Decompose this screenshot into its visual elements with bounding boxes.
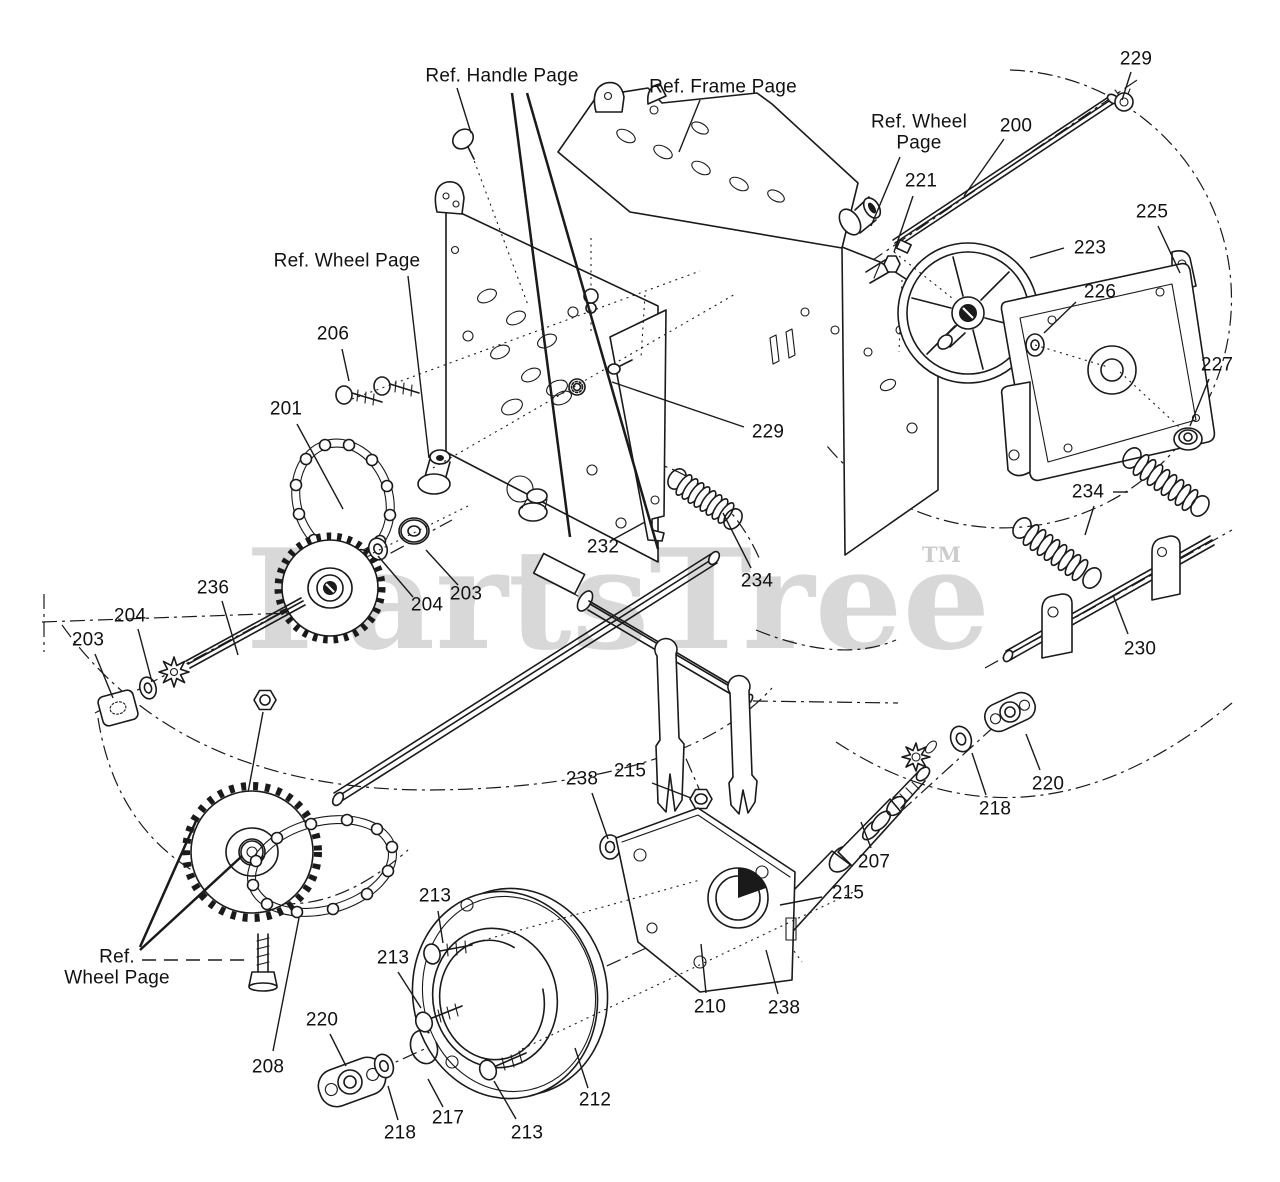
- spring-234-mid: [667, 468, 743, 530]
- bolt-vertical: [248, 933, 278, 992]
- drive-cluster: [317, 691, 1037, 1108]
- springs-234: [667, 447, 1210, 589]
- spring-234-lower-right: [1012, 517, 1102, 589]
- shift-fork-1: [654, 637, 685, 813]
- nut-mid-left: [253, 689, 277, 711]
- carriage-bolt: [451, 128, 475, 150]
- callout-part-220-right: 220: [1031, 773, 1065, 795]
- snap-ring-217: [409, 1029, 439, 1065]
- sprocket-236: [274, 532, 386, 644]
- key-221: [895, 239, 912, 254]
- nut-215-upper: [689, 788, 713, 810]
- bolt-213-b: [414, 1003, 463, 1033]
- callout-part-204-left: 204: [113, 605, 147, 627]
- washer-218-left: [373, 1053, 395, 1079]
- callout-part-210: 210: [693, 996, 727, 1018]
- callout-part-225: 225: [1135, 201, 1169, 223]
- frame-assembly: [434, 81, 939, 563]
- chain-208: [246, 813, 399, 919]
- callout-part-203-mid: 203: [449, 583, 483, 605]
- screw-229: [607, 363, 621, 375]
- star-washer-207: [901, 742, 931, 772]
- callout-ref-wheel-page-left: Ref. Wheel Page: [273, 250, 421, 272]
- callout-part-226: 226: [1083, 281, 1117, 303]
- callout-ref-wheel-page-bottom: Ref. Wheel Page: [64, 946, 170, 989]
- callout-part-215-upper: 215: [613, 760, 647, 782]
- callout-part-203-left: 203: [71, 629, 105, 651]
- spring-234-upper-right: [1122, 447, 1210, 517]
- bearing-203-left: [97, 689, 139, 727]
- shift-rod-b: [333, 553, 712, 794]
- rod-bracket-a: [1041, 593, 1073, 659]
- callout-ref-frame-page: Ref. Frame Page: [649, 76, 797, 98]
- callout-part-236: 236: [196, 577, 230, 599]
- wheel-and-axle: [838, 88, 1134, 384]
- callout-ref-handle-page: Ref. Handle Page: [425, 65, 579, 87]
- bolt-221: [883, 255, 901, 273]
- cover-plate-225: [1000, 262, 1216, 482]
- callout-part-217: 217: [431, 1107, 465, 1129]
- bracket-210: [615, 807, 797, 993]
- callout-part-213-a: 213: [418, 885, 452, 907]
- callout-part-207: 207: [857, 851, 891, 873]
- bolt-213-a: [423, 940, 473, 965]
- shift-fork-2: [727, 674, 758, 815]
- callout-part-201: 201: [269, 398, 303, 420]
- drum-212: [411, 887, 609, 1100]
- star-sprocket-left: [158, 656, 190, 688]
- rod-230-group: [1002, 535, 1215, 663]
- callout-part-218-left: 218: [383, 1122, 417, 1144]
- sprocket-lower: [182, 782, 322, 922]
- bolt-213-c: [478, 1050, 527, 1081]
- axle-shaft-200: [892, 95, 1111, 241]
- screws-206: [335, 376, 420, 406]
- callout-ref-wheel-page-top: Ref. Wheel Page: [871, 111, 967, 154]
- callout-part-218-right: 218: [978, 798, 1012, 820]
- shift-rod-group: [331, 550, 803, 963]
- callout-part-213-c: 213: [510, 1122, 544, 1144]
- callout-part-221: 221: [904, 170, 938, 192]
- leader-lines: [94, 71, 1210, 1121]
- callout-part-238-upper: 238: [565, 768, 599, 790]
- callout-part-234-right: 234: [1071, 481, 1105, 503]
- axle-236: [185, 597, 302, 662]
- rod-bracket-b: [1151, 535, 1181, 601]
- bearing-203-mid: [398, 517, 430, 545]
- callout-part-232: 232: [586, 536, 620, 558]
- callout-part-230: 230: [1123, 638, 1157, 660]
- callout-part-234-mid: 234: [740, 570, 774, 592]
- bushing-top-hat: [417, 449, 451, 495]
- callout-part-227: 227: [1200, 354, 1234, 376]
- axle-bushing: [838, 208, 862, 236]
- callout-part-212: 212: [578, 1089, 612, 1111]
- callout-part-229-top: 229: [1119, 48, 1153, 70]
- washer-218-right: [949, 725, 973, 753]
- flange-nut-227: [1173, 427, 1203, 451]
- callout-part-200: 200: [999, 115, 1033, 137]
- callout-part-220-left: 220: [305, 1009, 339, 1031]
- callout-part-229-mid: 229: [751, 421, 785, 443]
- callout-part-238-lower: 238: [767, 997, 801, 1019]
- cover-left-tab: [1000, 381, 1031, 477]
- callout-part-204-mid: 204: [410, 594, 444, 616]
- callout-part-223: 223: [1073, 237, 1107, 259]
- callout-part-206: 206: [316, 323, 350, 345]
- washer-204-left: [138, 676, 158, 700]
- watermark-tm: TM: [922, 542, 961, 567]
- cover-plate-group: [1000, 250, 1216, 482]
- left-gear-cluster: [97, 270, 738, 992]
- callout-part-208: 208: [251, 1056, 285, 1078]
- callout-part-215-lower: 215: [831, 882, 865, 904]
- callout-part-213-b: 213: [376, 947, 410, 969]
